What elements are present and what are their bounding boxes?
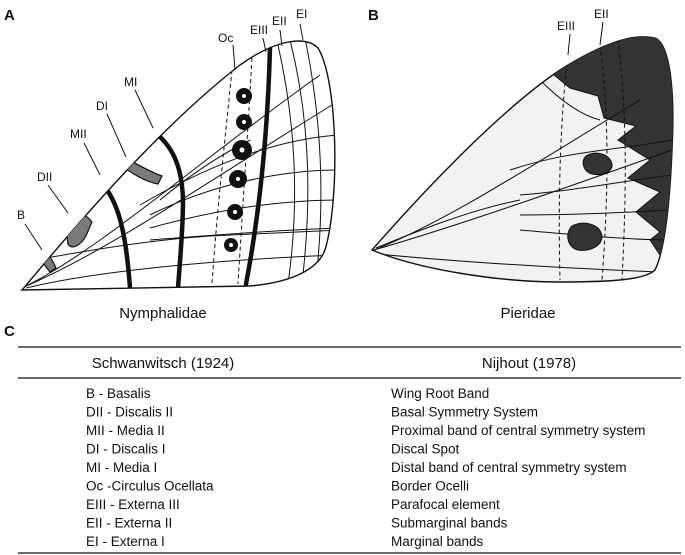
wing-b-dark-margin xyxy=(547,36,673,283)
label-b-eii: EII xyxy=(594,7,609,21)
table-row: DII - Discalis II Basal Symmetry System xyxy=(86,405,538,420)
table-cell-right: Distal band of central symmetry system xyxy=(391,460,627,475)
table-cell-right: Submarginal bands xyxy=(391,516,508,531)
label-mi: MI xyxy=(124,75,137,89)
table-row: B - Basalis Wing Root Band xyxy=(86,386,489,401)
table-cell-left: MII - Media II xyxy=(86,423,165,438)
caption-pieridae: Pieridae xyxy=(500,305,555,322)
pieridae-spot-upper xyxy=(582,152,613,175)
label-di: DI xyxy=(96,99,108,113)
panel-c-letter: C xyxy=(4,323,15,340)
table-row: MII - Media II Proximal band of central … xyxy=(86,423,645,438)
table-row: DI - Discalis I Discal Spot xyxy=(86,442,460,457)
wing-a-leader-lines xyxy=(24,23,304,251)
panel-a-letter: A xyxy=(4,7,15,24)
label-mii: MII xyxy=(70,127,87,141)
wing-b-leader-lines xyxy=(567,21,604,56)
label-eii: EII xyxy=(272,14,287,28)
pieridae-wing: EIII EII xyxy=(370,7,674,283)
wing-a-dashed-lines xyxy=(211,57,253,285)
table-cell-left: MI - Media I xyxy=(86,460,157,475)
table-cell-left: EIII - Externa III xyxy=(86,497,180,512)
comparison-table: Schwanwitsch (1924) Nijhout (1978) B - B… xyxy=(18,346,681,554)
label-eiii: EIII xyxy=(250,23,268,37)
table-cell-right: Parafocal element xyxy=(391,497,500,512)
table-cell-left: EII - Externa II xyxy=(86,516,172,531)
label-oc: Oc xyxy=(218,31,233,45)
table-cell-right: Proximal band of central symmetry system xyxy=(391,423,645,438)
table-row: MI - Media I Distal band of central symm… xyxy=(86,460,627,475)
table-cell-right: Border Ocelli xyxy=(391,479,469,494)
caption-nymphalidae: Nymphalidae xyxy=(119,305,207,322)
table-cell-right: Marginal bands xyxy=(391,534,484,549)
label-b: B xyxy=(17,208,25,222)
table-header-nijhout: Nijhout (1978) xyxy=(482,355,576,372)
table-cell-right: Wing Root Band xyxy=(391,386,489,401)
table-cell-right: Basal Symmetry System xyxy=(391,405,538,420)
label-dii: DII xyxy=(37,170,52,184)
table-cell-left: EI - Externa I xyxy=(86,534,165,549)
label-ei: EI xyxy=(296,7,307,21)
wing-a-ocelli xyxy=(224,88,252,252)
panel-b-letter: B xyxy=(368,7,379,24)
label-b-eiii: EIII xyxy=(557,19,575,33)
wing-b-veins xyxy=(373,79,673,273)
table-row: EII - Externa II Submarginal bands xyxy=(86,516,508,531)
wing-a-marginal-bands xyxy=(277,41,322,285)
table-cell-left: B - Basalis xyxy=(86,386,151,401)
wing-b-spots xyxy=(567,152,613,251)
nymphalidae-wing: B DII MII DI MI Oc EIII EII EI xyxy=(17,7,336,291)
table-row: EIII - Externa III Parafocal element xyxy=(86,497,500,512)
table-cell-left: DI - Discalis I xyxy=(86,442,166,457)
pieridae-spot-lower xyxy=(567,222,603,251)
table-row: Oc -Circulus Ocellata Border Ocelli xyxy=(86,479,469,494)
table-row: EI - Externa I Marginal bands xyxy=(86,534,484,549)
table-header-schwanwitsch: Schwanwitsch (1924) xyxy=(92,355,235,372)
table-cell-left: DII - Discalis II xyxy=(86,405,173,420)
table-cell-left: Oc -Circulus Ocellata xyxy=(86,479,214,494)
table-cell-right: Discal Spot xyxy=(391,442,460,457)
